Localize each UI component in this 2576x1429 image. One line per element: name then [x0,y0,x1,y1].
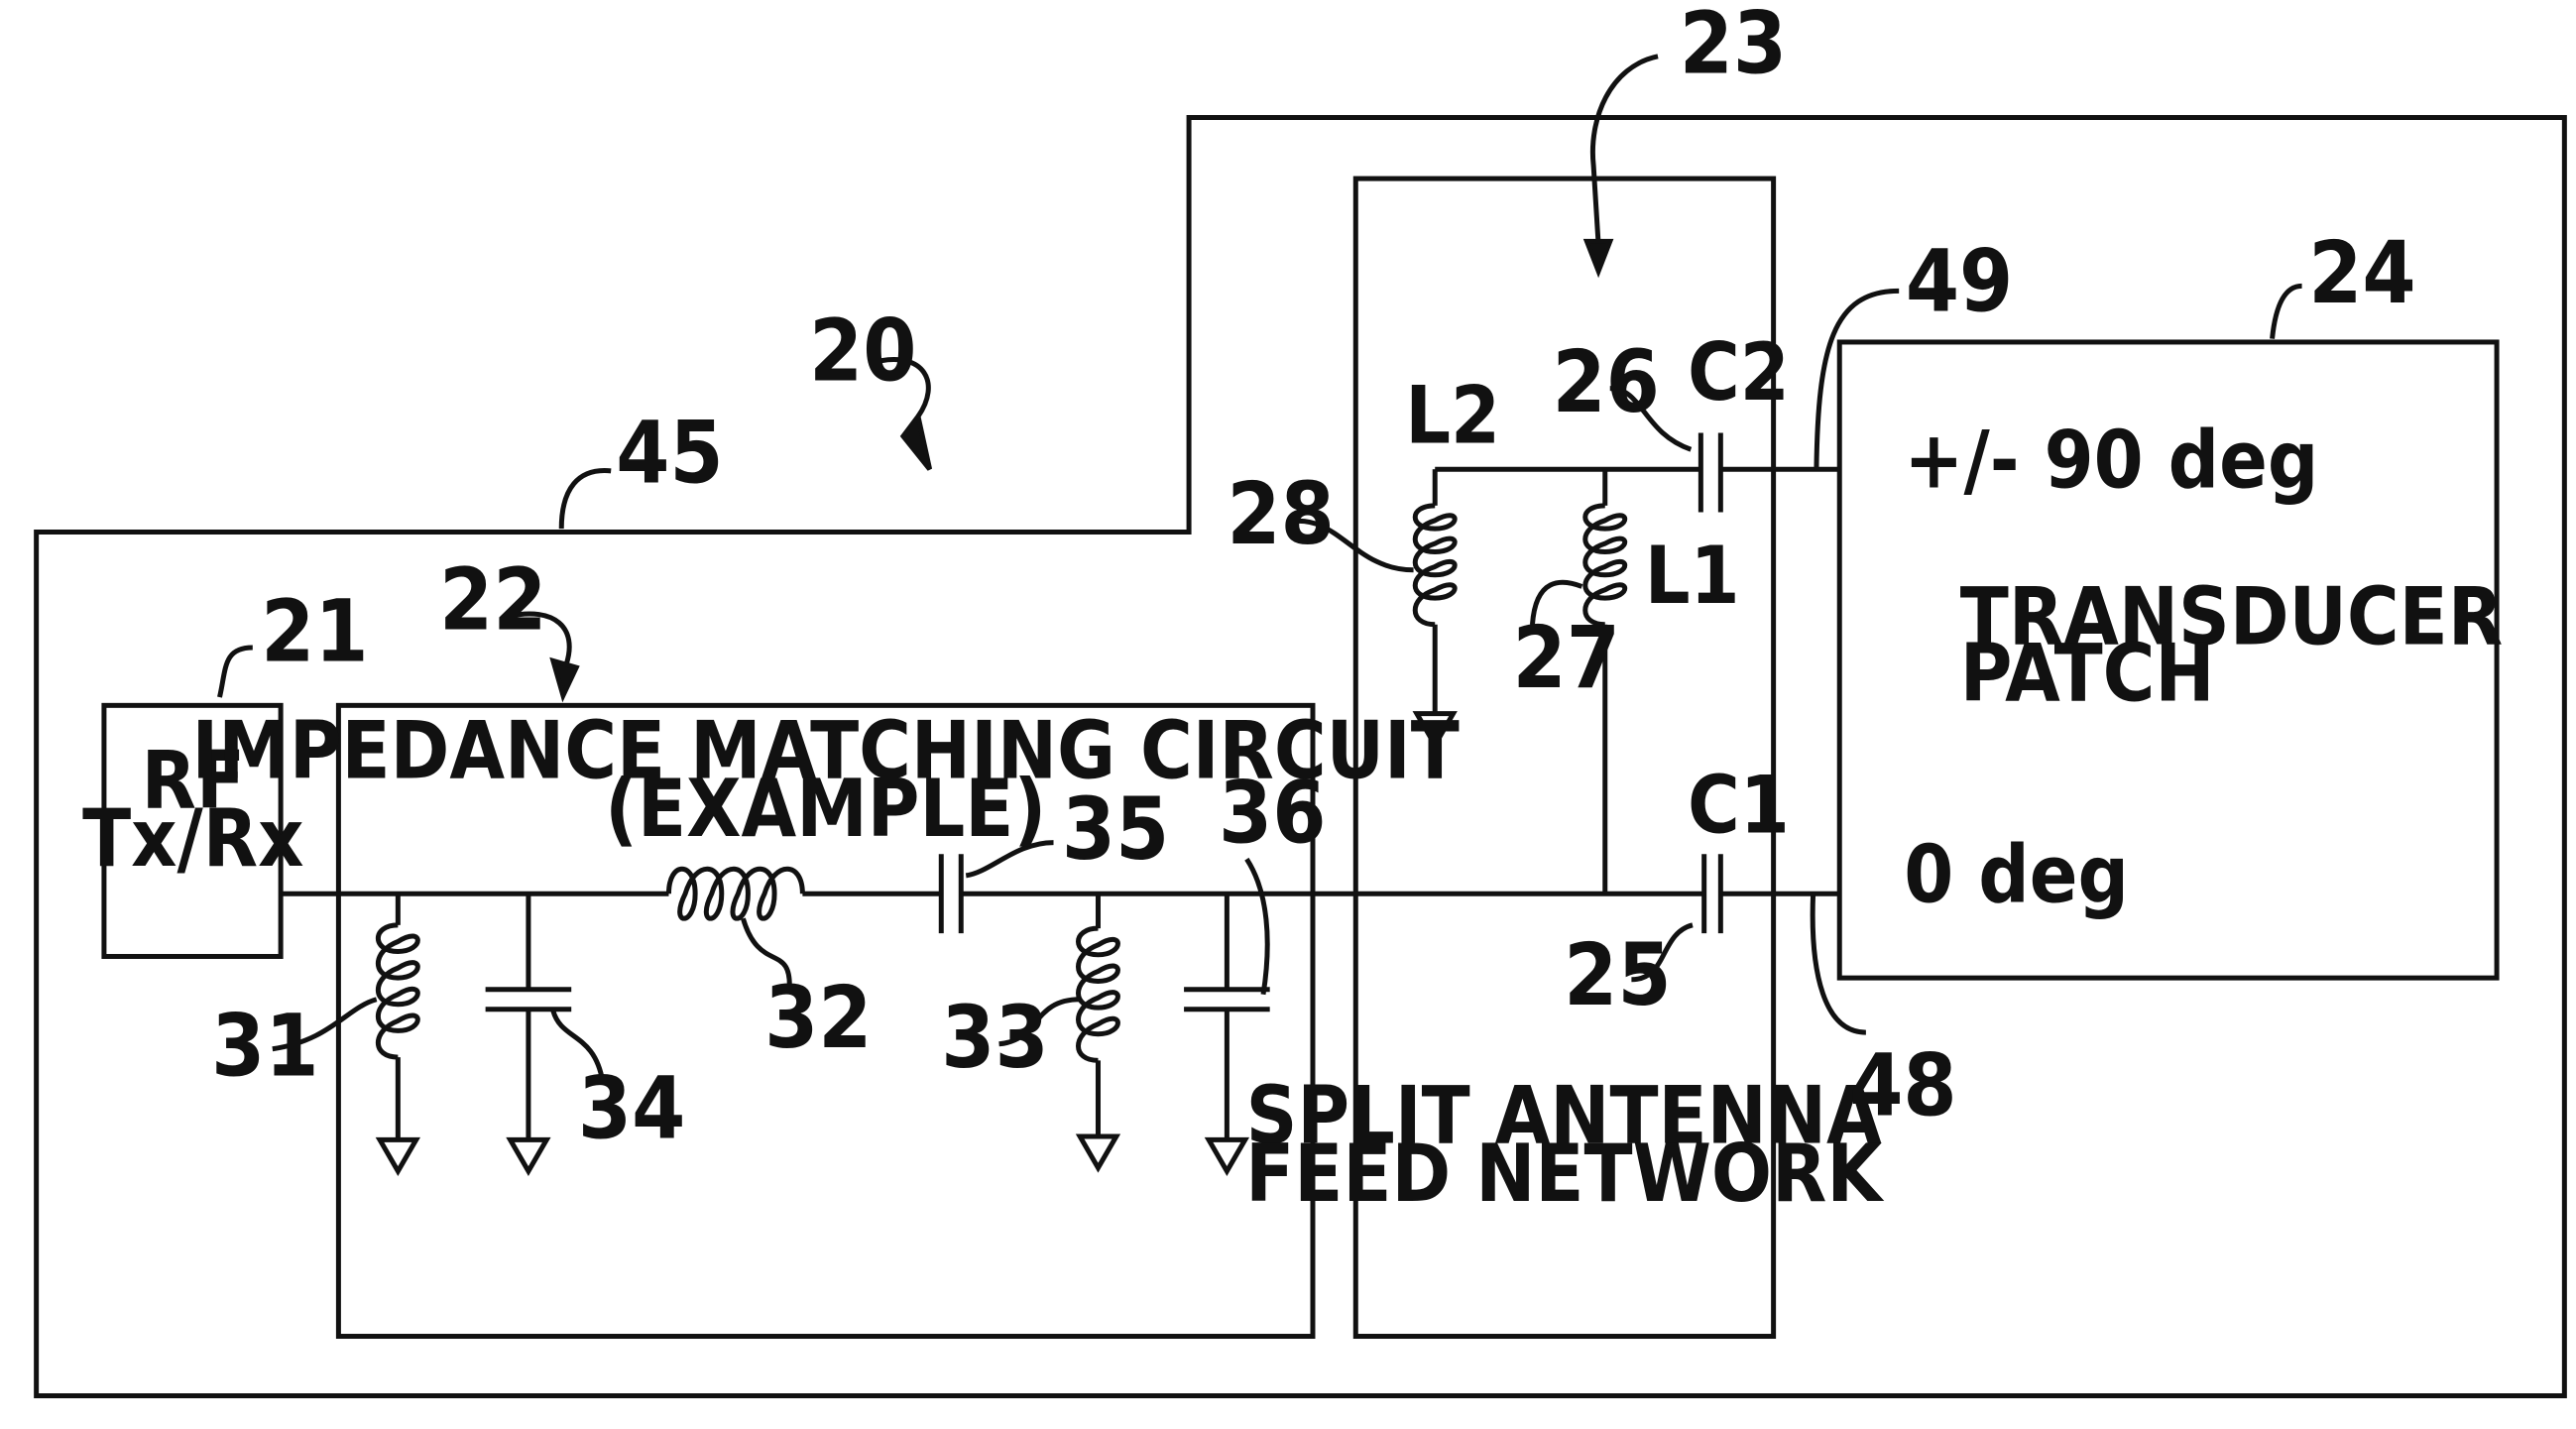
capacitor-c1 [1704,854,1721,933]
capacitor-34 [486,893,572,1171]
ref-25: 25 [1564,926,1671,1025]
ref-32: 32 [764,969,872,1068]
inductor-32 [668,869,802,918]
ref-26: 26 [1552,333,1659,432]
leader-49 [1816,291,1899,469]
leader-45 [561,471,611,530]
inductor-l2 [1415,469,1455,745]
port-90-label: +/- 90 deg [1904,415,2318,507]
ref-21: 21 [261,582,368,681]
transducer-subtitle: PATCH [1960,627,2215,719]
matching-subtitle: (EXAMPLE) [605,763,1046,855]
inductor-33 [1078,893,1117,1167]
leader-23 [1592,57,1658,245]
ref-34: 34 [578,1060,685,1159]
ref-45: 45 [616,405,723,504]
l2-label: L2 [1405,370,1500,462]
ref-27: 27 [1512,609,1619,708]
arrow-23 [1586,241,1609,271]
split-network-subtitle: FEED NETWORK [1245,1128,1884,1220]
ref-49: 49 [1906,232,2013,331]
inductor-31 [378,893,417,1171]
ref-31: 31 [211,997,318,1096]
capacitor-35 [941,854,961,933]
ref-28: 28 [1227,465,1334,564]
ref-33: 33 [941,989,1048,1088]
c2-label: C2 [1688,326,1790,418]
ref-22: 22 [439,551,546,651]
arrow-20 [903,417,930,469]
ref-23: 23 [1680,0,1787,93]
c1-label: C1 [1688,760,1790,852]
ref-48: 48 [1849,1036,1956,1135]
l1-label: L1 [1645,530,1740,622]
leader-24 [2273,286,2302,338]
capacitor-c2 [1700,433,1720,513]
rf-label-line2: Tx/Rx [82,792,303,885]
ref-20: 20 [809,301,916,401]
leader-21 [219,648,252,697]
ref-24: 24 [2308,224,2415,323]
port-0-label: 0 deg [1904,829,2129,921]
arrow-22 [553,660,576,695]
ref-36: 36 [1219,765,1326,864]
leader-36 [1246,859,1267,995]
ref-35: 35 [1062,780,1169,880]
